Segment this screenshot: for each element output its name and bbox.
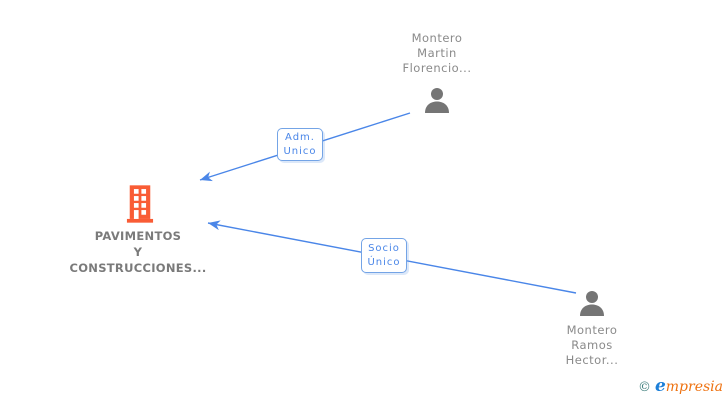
person-name-line: Montero — [411, 31, 463, 45]
edge-label-line: Unico — [283, 145, 317, 157]
edge-label-line: Socio — [368, 242, 400, 254]
person-name-line: Martin — [417, 46, 457, 60]
logo-brand-first-letter: e — [654, 376, 666, 396]
person-icon[interactable] — [577, 289, 607, 319]
company-name-line: PAVIMENTOS — [94, 229, 182, 243]
company-name-pavimentos[interactable]: PAVIMENTOS Y CONSTRUCCIONES... — [58, 228, 218, 276]
company-name-line: CONSTRUCCIONES... — [69, 261, 207, 275]
edge-label-adm-unico: Adm. Unico — [277, 128, 323, 161]
person-name-montero-ramos[interactable]: Montero Ramos Hector... — [532, 323, 652, 368]
copyright-icon: © — [637, 380, 651, 395]
empresia-logo[interactable]: ©empresia — [638, 376, 723, 396]
edge-label-socio-unico: Socio Único — [361, 238, 407, 273]
person-name-line: Florencio... — [402, 61, 472, 75]
building-icon[interactable] — [126, 185, 154, 223]
person-icon[interactable] — [422, 86, 452, 116]
person-name-line: Ramos — [571, 338, 613, 352]
edge-label-line: Único — [367, 256, 401, 268]
logo-brand-rest: mpresia — [665, 379, 723, 395]
person-name-line: Hector... — [565, 353, 619, 367]
person-name-line: Montero — [566, 323, 618, 337]
person-name-montero-martin[interactable]: Montero Martin Florencio... — [377, 31, 497, 76]
company-name-line: Y — [133, 245, 143, 259]
edge-label-line: Adm. — [285, 131, 315, 143]
